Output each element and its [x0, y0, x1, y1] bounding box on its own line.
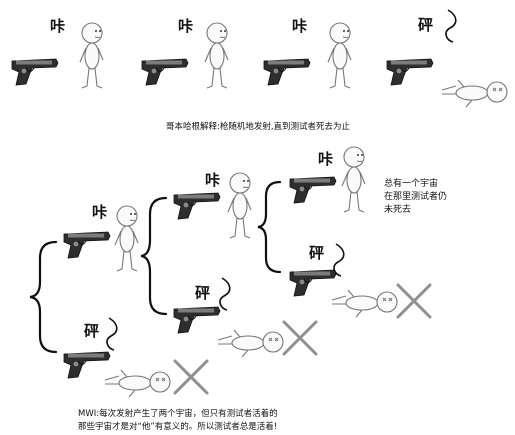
pistol-icon	[63, 231, 111, 259]
note-line-2: 在那里测试者仍	[384, 190, 447, 202]
brace-level-3	[257, 180, 282, 274]
note-line-1: 总有一个宇宙	[384, 177, 438, 189]
pistol-icon	[386, 58, 434, 86]
tree-node-l2-click: 咔	[173, 171, 252, 239]
bang-sound-label: 砰	[195, 284, 210, 302]
standing-figure-icon	[341, 146, 366, 213]
click-sound-label: 咔	[205, 171, 220, 189]
bang-squiggle-icon	[219, 277, 231, 311]
survivor-note: 总有一个宇宙 在那里测试者仍 未死去	[384, 177, 447, 215]
mwi-caption: MWI:每次发射产生了两个宇宙，但只有测试者活着的 那些宇宙才是对“他”有意义的…	[78, 408, 278, 432]
click-sound-label: 咔	[50, 17, 65, 35]
bang-squiggle-icon	[106, 317, 118, 351]
branch-braces	[29, 180, 282, 354]
bang-sound-label: 砰	[309, 244, 324, 262]
bang-squiggle-icon	[445, 9, 457, 43]
click-sound-label: 咔	[318, 150, 333, 168]
brace-level-2	[140, 196, 168, 316]
pistol-icon	[289, 176, 337, 204]
click-sound-label: 咔	[292, 17, 307, 35]
tree-node-l2-bang: 砰	[173, 277, 318, 358]
top-panel-3: 咔	[263, 17, 352, 89]
cross-mark-icon	[282, 320, 318, 356]
fallen-figure-icon	[441, 79, 508, 108]
top-panel-1: 咔	[11, 17, 104, 89]
standing-figure-icon	[114, 205, 139, 272]
tree-node-l3-bang: 砰	[289, 243, 432, 319]
click-sound-label: 咔	[92, 203, 107, 221]
top-panel-2: 咔	[141, 17, 229, 89]
pistol-icon	[11, 58, 59, 86]
bang-sound-label: 砰	[84, 322, 99, 340]
pistol-icon	[141, 58, 189, 86]
standing-figure-icon	[79, 22, 104, 89]
pistol-icon	[289, 269, 337, 297]
top-panel-4: 砰	[386, 9, 508, 108]
fallen-figure-icon	[104, 369, 171, 398]
pistol-icon	[173, 306, 221, 334]
standing-figure-icon	[327, 22, 352, 89]
fallen-figure-icon	[217, 329, 284, 358]
pistol-icon	[263, 58, 311, 86]
cross-mark-icon	[173, 359, 209, 395]
bang-squiggle-icon	[333, 243, 345, 277]
mwi-caption-line-2: 那些宇宙才是对“他”有意义的。所以测试者总是活着!	[78, 421, 277, 432]
standing-figure-icon	[204, 22, 229, 89]
note-line-3: 未死去	[384, 203, 411, 215]
bang-sound-label: 砰	[418, 16, 433, 34]
tree-node-l1-bang: 砰	[63, 317, 209, 398]
copenhagen-caption: 哥本哈根解释:枪随机地发射,直到测试者死去为止	[166, 121, 351, 132]
click-sound-label: 咔	[178, 17, 193, 35]
fallen-figure-icon	[331, 289, 398, 318]
pistol-icon	[63, 351, 111, 379]
brace-level-1	[29, 240, 58, 354]
cross-mark-icon	[396, 283, 432, 319]
standing-figure-icon	[227, 172, 252, 239]
pistol-icon	[173, 192, 221, 220]
tree-node-l3-click: 咔	[289, 146, 366, 213]
tree-node-l1-click: 咔	[63, 203, 139, 272]
mwi-caption-line-1: MWI:每次发射产生了两个宇宙，但只有测试者活着的	[78, 408, 278, 419]
